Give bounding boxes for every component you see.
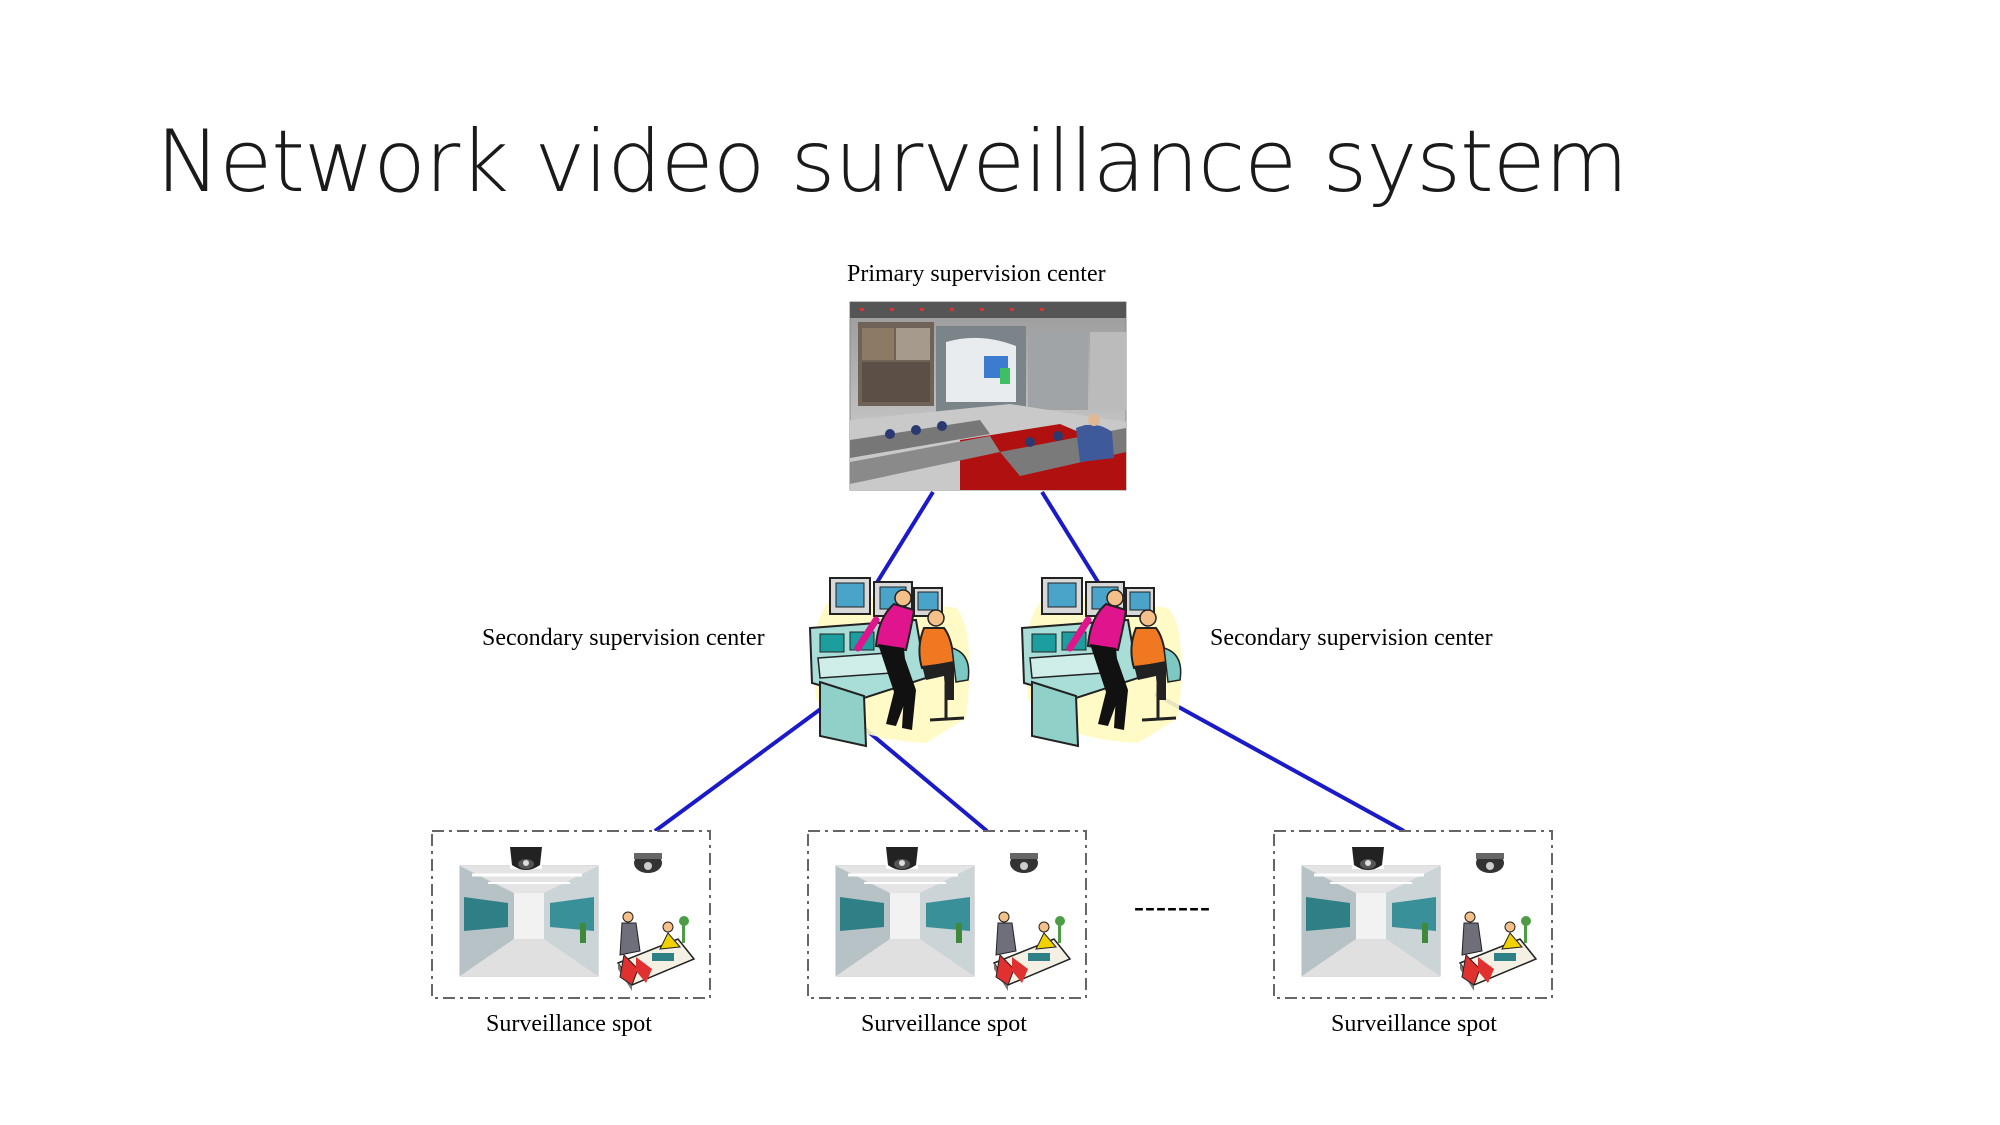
spot-ellipsis: ------- bbox=[1134, 890, 1211, 923]
link-primary-to-secondary-left bbox=[874, 490, 935, 586]
surveillance-spot-label-3: Surveillance spot bbox=[1331, 1011, 1497, 1037]
secondary-center-right-label: Secondary supervision center bbox=[1210, 625, 1493, 651]
control-room-photo bbox=[849, 301, 1127, 491]
slide-title: Network video surveillance system bbox=[156, 112, 1628, 212]
surveillance-spot-label-1: Surveillance spot bbox=[486, 1011, 652, 1037]
operator-workstation-icon-right bbox=[1022, 578, 1181, 746]
operator-workstation-icon-left bbox=[810, 578, 969, 746]
surveillance-spot-label-2: Surveillance spot bbox=[861, 1011, 1027, 1037]
surveillance-spot-1 bbox=[430, 829, 712, 1000]
link-secondary-right-to-spot-3 bbox=[1154, 692, 1405, 833]
secondary-center-left-label: Secondary supervision center bbox=[482, 625, 765, 651]
link-secondary-left-to-spot-1 bbox=[653, 706, 824, 833]
surveillance-spot-3 bbox=[1272, 829, 1554, 1000]
surveillance-spot-2 bbox=[806, 829, 1088, 1000]
link-primary-to-secondary-right bbox=[1040, 490, 1100, 584]
primary-center-label: Primary supervision center bbox=[847, 261, 1106, 287]
